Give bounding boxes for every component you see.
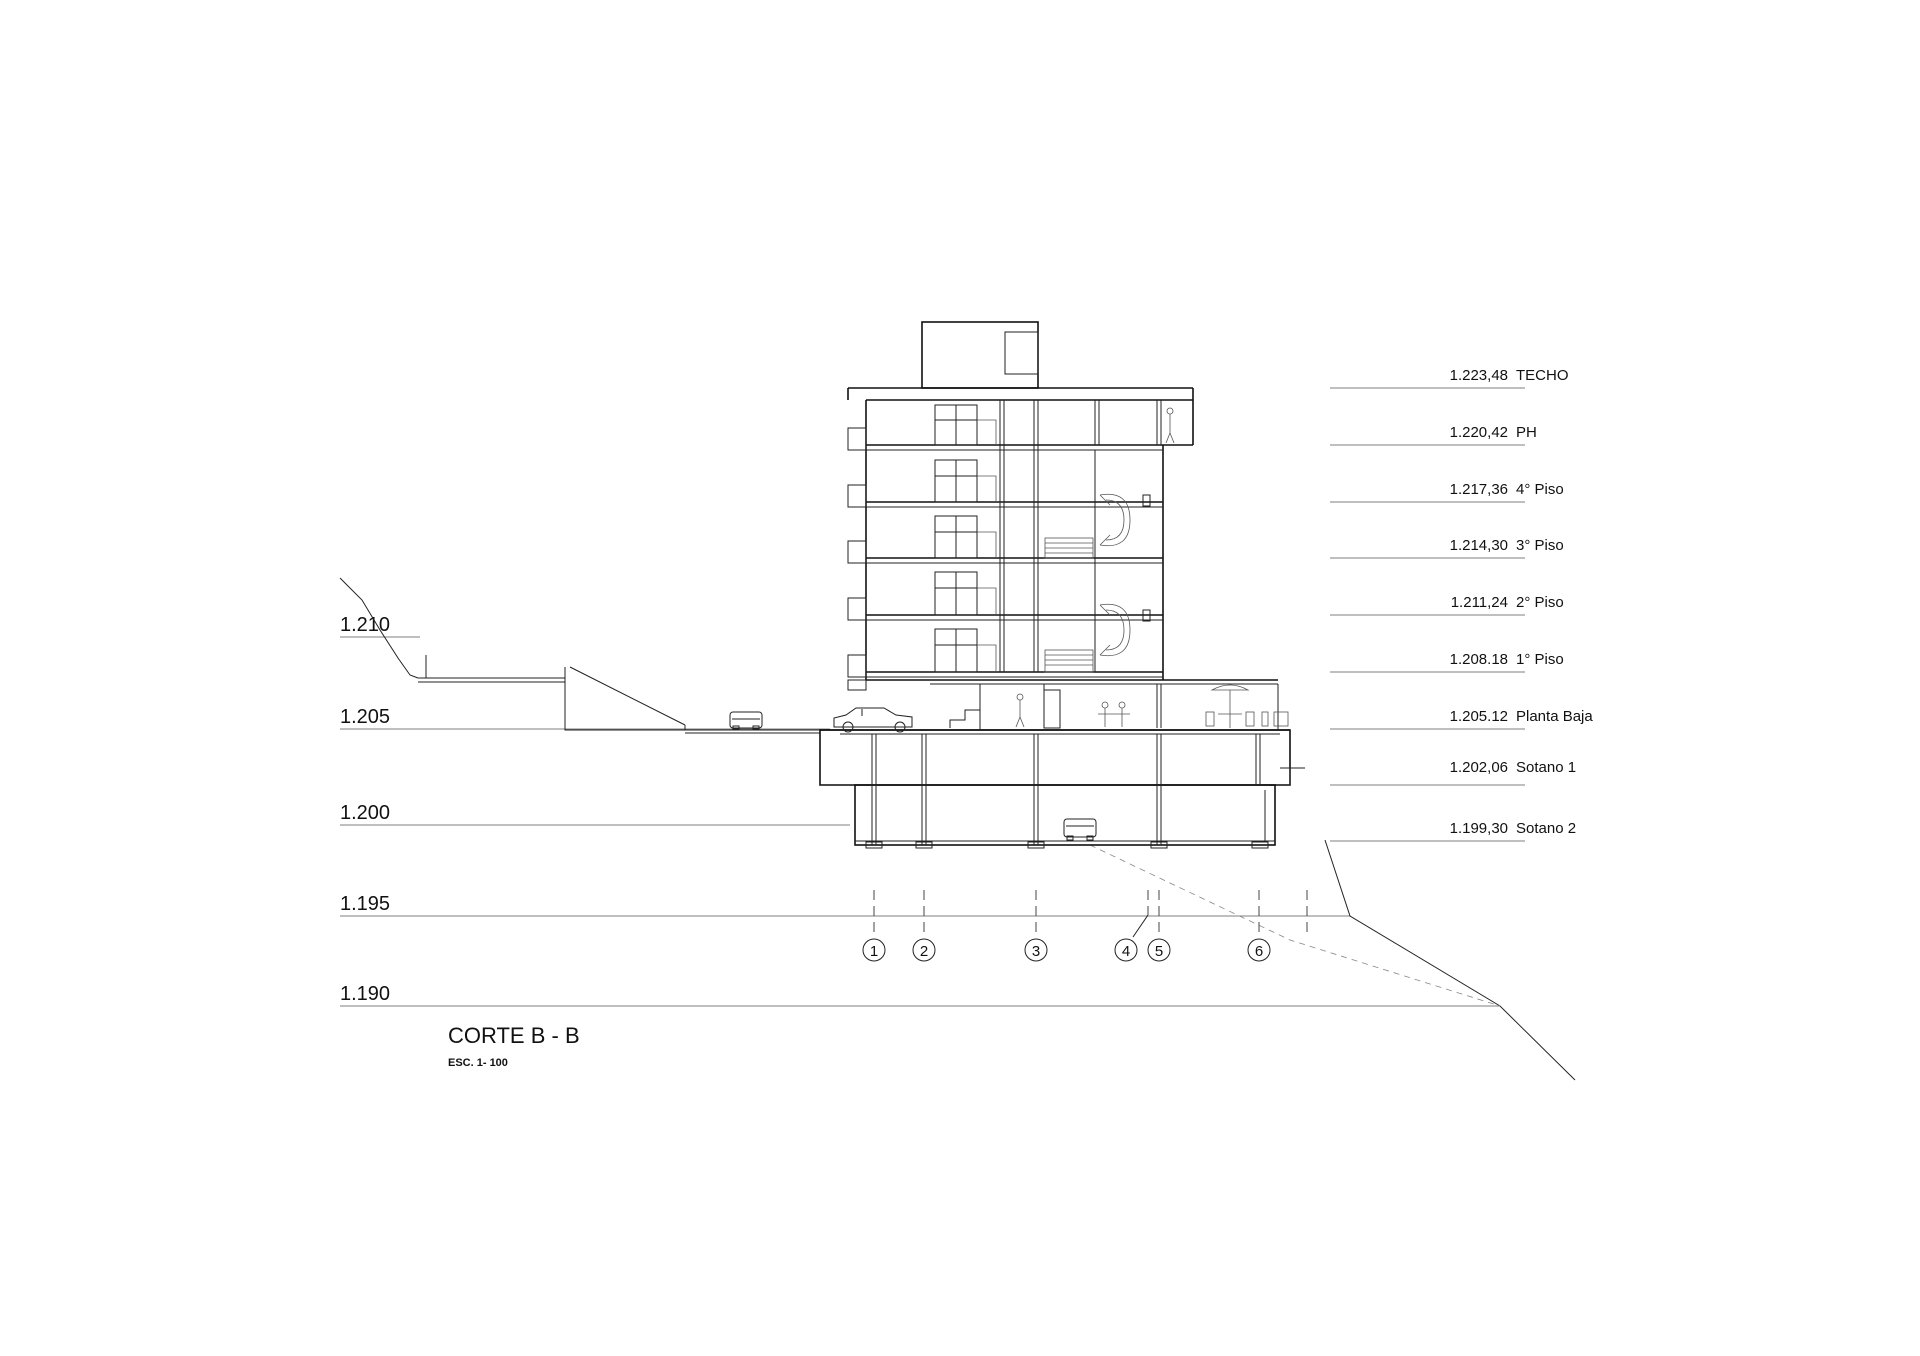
svg-text:4: 4	[1122, 943, 1130, 960]
floor-level-value: 1.217,36	[1450, 481, 1508, 498]
floor-level-name: 2° Piso	[1516, 594, 1564, 611]
car-icon	[1063, 818, 1097, 841]
floor-level-name: Sotano 1	[1516, 759, 1576, 776]
ground-level-label: 1.205	[340, 706, 390, 728]
grid-axis-bubble: 5	[1147, 938, 1171, 962]
floor-level-value: 1.205.12	[1450, 708, 1508, 725]
drawing-title: CORTE B - B	[448, 1023, 580, 1048]
floor-level-value: 1.199,30	[1450, 820, 1508, 837]
floor-level-value: 1.202,06	[1450, 759, 1508, 776]
svg-text:6: 6	[1255, 943, 1263, 960]
car-icon	[729, 711, 763, 730]
basement-levels	[819, 729, 1305, 849]
floor-level-value: 1.223,48	[1450, 367, 1508, 384]
person-icon	[1098, 701, 1130, 727]
ground-level-label: 1.195	[340, 893, 390, 915]
grid-axis-lines	[873, 890, 1308, 938]
floor-level-name: PH	[1516, 424, 1537, 441]
terrain	[339, 577, 1576, 1081]
svg-text:5: 5	[1155, 943, 1163, 960]
grid-axis-bubble: 3	[1024, 938, 1048, 962]
building-section	[820, 321, 1290, 731]
grid-axis-bubble: 1	[862, 938, 886, 962]
drawing-scale: ESC. 1- 100	[448, 1057, 508, 1069]
svg-text:3: 3	[1032, 943, 1040, 960]
car-icon	[833, 707, 913, 733]
person-icon	[1165, 407, 1175, 444]
grid-axis-bubble: 4	[1114, 938, 1138, 962]
floor-level-lines	[1330, 387, 1525, 842]
floor-level-name: Sotano 2	[1516, 820, 1576, 837]
floor-level-labels: 1.223,48 TECHO 1.220,42 PH 1.217,36 4° P…	[1450, 367, 1594, 837]
floor-level-name: Planta Baja	[1516, 708, 1593, 725]
grid-axis-bubble: 2	[912, 938, 936, 962]
ground-level-label: 1.210	[340, 614, 390, 636]
svg-text:1: 1	[870, 943, 878, 960]
spiral-stair-icon	[1099, 493, 1131, 657]
floor-level-value: 1.211,24	[1451, 594, 1508, 611]
floor-level-name: 1° Piso	[1516, 651, 1564, 668]
floor-level-value: 1.208.18	[1450, 651, 1508, 668]
floor-level-value: 1.214,30	[1450, 537, 1508, 554]
person-icon	[1015, 693, 1025, 728]
ground-level-labels: 1.210 1.205 1.200 1.195 1.190	[340, 614, 390, 1005]
floor-level-value: 1.220,42	[1450, 424, 1508, 441]
ground-level-label: 1.190	[340, 983, 390, 1005]
grid-axis-bubbles: 1 2 3 4 5 6	[862, 938, 1271, 962]
ground-level-lines	[340, 636, 1500, 1007]
floor-level-name: TECHO	[1516, 367, 1569, 384]
floor-level-name: 3° Piso	[1516, 537, 1564, 554]
umbrella-table-icon	[1205, 684, 1289, 728]
grid-axis-bubble: 6	[1247, 938, 1271, 962]
floor-level-name: 4° Piso	[1516, 481, 1564, 498]
svg-text:2: 2	[920, 943, 928, 960]
ground-level-label: 1.200	[340, 802, 390, 824]
